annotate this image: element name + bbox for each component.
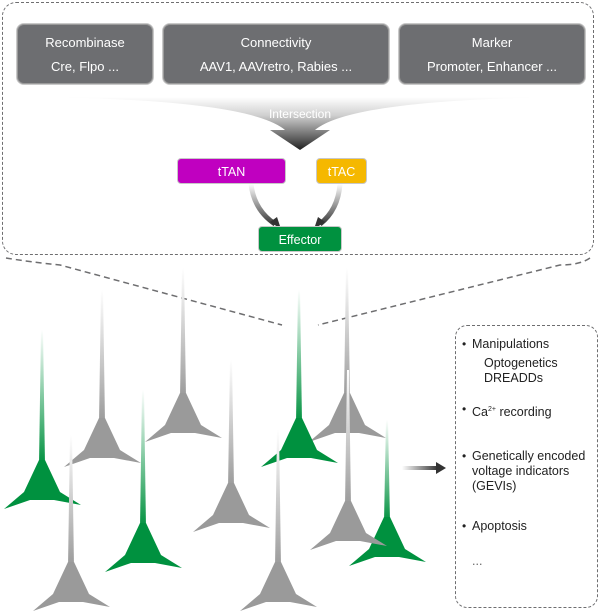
source-connectivity: Connectivity AAV1, AAVretro, Rabies ... bbox=[162, 23, 390, 85]
unlabeled-neuron bbox=[64, 290, 141, 467]
source-subtitle: AAV1, AAVretro, Rabies ... bbox=[199, 59, 353, 74]
soma bbox=[240, 562, 317, 611]
bullet: • bbox=[462, 519, 467, 533]
apical-dendrite bbox=[228, 360, 234, 488]
source-title: Connectivity bbox=[240, 35, 312, 50]
apical-dendrite bbox=[296, 290, 302, 423]
zoom-line-left bbox=[5, 257, 283, 326]
apical-dendrite bbox=[275, 430, 281, 567]
source-recombinase: Recombinase Cre, Flpo ... bbox=[16, 23, 154, 85]
soma bbox=[193, 483, 270, 532]
apical-dendrite bbox=[344, 268, 350, 398]
applications-panel: • Manipulations Optogenetics DREADDs • C… bbox=[455, 325, 598, 608]
apical-dendrite bbox=[39, 330, 45, 465]
tTAN-box: tTAN bbox=[177, 158, 286, 184]
effector-box: Effector bbox=[258, 226, 342, 252]
intersection-panel bbox=[2, 2, 594, 255]
unlabeled-neuron bbox=[33, 435, 110, 611]
unlabeled-neuron bbox=[145, 268, 222, 442]
unlabeled-neuron bbox=[240, 430, 317, 611]
intersection-funnel bbox=[40, 97, 560, 150]
apical-dendrite bbox=[345, 370, 351, 506]
soma bbox=[349, 517, 426, 566]
apical-dendrite bbox=[99, 290, 105, 423]
bullet: • bbox=[462, 337, 467, 351]
bullet: • bbox=[462, 402, 467, 416]
apical-dendrite bbox=[140, 390, 146, 528]
source-title: Marker bbox=[471, 35, 513, 50]
soma bbox=[105, 523, 182, 572]
apical-dendrite bbox=[180, 268, 186, 398]
soma bbox=[64, 418, 141, 467]
unlabeled-neuron bbox=[310, 370, 387, 550]
labeled-neuron bbox=[349, 420, 426, 566]
soma bbox=[33, 562, 110, 611]
soma bbox=[261, 418, 338, 467]
soma bbox=[310, 501, 387, 550]
apical-dendrite bbox=[68, 435, 74, 567]
source-subtitle: Promoter, Enhancer ... bbox=[426, 59, 558, 74]
soma bbox=[145, 393, 222, 442]
sub-item: Optogenetics bbox=[484, 356, 558, 370]
unlabeled-neuron bbox=[193, 360, 270, 532]
output-arrowhead bbox=[436, 462, 446, 474]
source-marker: Marker Promoter, Enhancer ... bbox=[398, 23, 586, 85]
soma bbox=[4, 460, 81, 509]
neuron-population bbox=[4, 268, 426, 611]
labeled-neuron bbox=[105, 390, 182, 572]
tTAC-box: tTAC bbox=[316, 158, 367, 184]
labeled-neuron bbox=[4, 330, 81, 509]
source-subtitle: Cre, Flpo ... bbox=[51, 59, 119, 74]
apical-dendrite bbox=[384, 420, 390, 522]
intersection-label: Intersection bbox=[268, 107, 332, 121]
sub-item: DREADDs bbox=[484, 371, 544, 385]
bullet: • bbox=[462, 449, 467, 463]
source-title: Recombinase bbox=[45, 35, 125, 50]
zoom-line-right bbox=[317, 257, 591, 326]
labeled-neuron bbox=[261, 290, 338, 467]
output-arrow-shaft bbox=[402, 466, 438, 470]
